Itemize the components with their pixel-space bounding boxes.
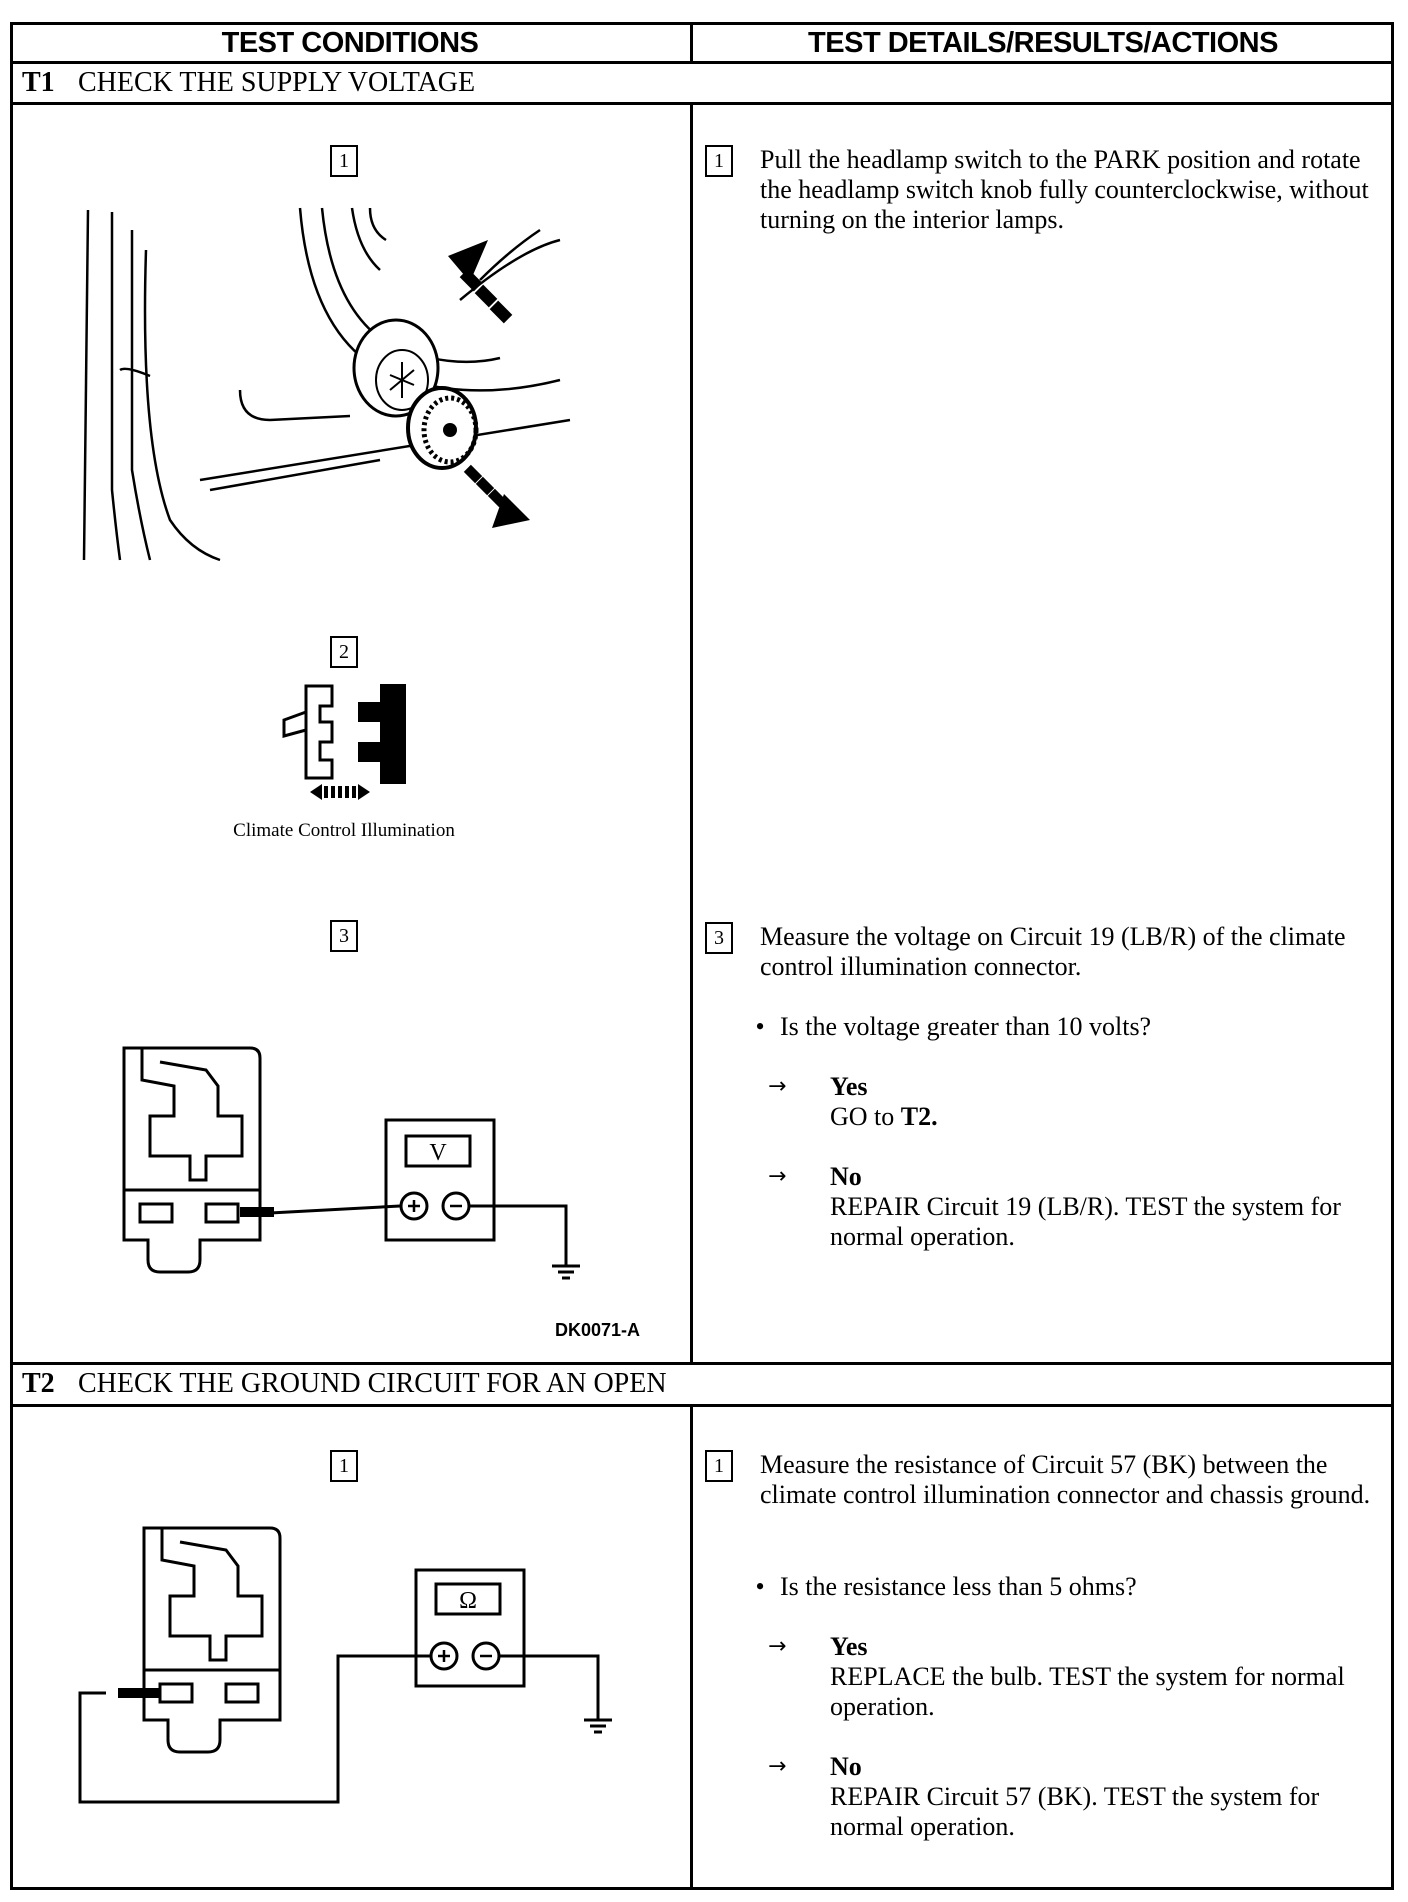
t2-column-divider [690, 1404, 693, 1890]
t1-yes-result: Yes GO to T2. [830, 1072, 1390, 1132]
t1-question: • Is the voltage greater than 10 volts? [740, 1012, 1380, 1042]
t2-title-divider [10, 1404, 1394, 1407]
t1-step1-box-left: 1 [330, 145, 358, 177]
t2-no-arrow: → [768, 1754, 787, 1779]
voltmeter-test-illustration: V [122, 1046, 580, 1280]
t2-question: • Is the resistance less than 5 ohms? [740, 1572, 1380, 1602]
t1-step2-box: 2 [330, 636, 358, 668]
ohmmeter-test-illustration: Ω [78, 1526, 612, 1804]
figure-id: DK0071-A [555, 1320, 641, 1340]
t2-step1-box-right: 1 [705, 1450, 733, 1482]
header-divider [10, 61, 1394, 64]
t1-no-text: REPAIR Circuit 19 (LB/R). TEST the syste… [830, 1192, 1341, 1251]
t1-no-result: No REPAIR Circuit 19 (LB/R). TEST the sy… [830, 1162, 1390, 1252]
t2-yes-label: Yes [830, 1632, 868, 1661]
t1-no-label: No [830, 1162, 862, 1191]
t2-title-text: CHECK THE GROUND CIRCUIT FOR AN OPEN [78, 1368, 667, 1399]
headlamp-switch-illustration [82, 207, 571, 562]
t2-title: T2 CHECK THE GROUND CIRCUIT FOR AN OPEN [22, 1364, 667, 1404]
bullet-mark: • [755, 1012, 765, 1041]
header-column-divider [690, 22, 693, 64]
t1-step2-caption: Climate Control Illumination [233, 820, 455, 841]
ohmmeter-symbol: Ω [459, 1588, 477, 1614]
t2-question-text: Is the resistance less than 5 ohms? [780, 1572, 1137, 1601]
t2-yes-text: REPLACE the bulb. TEST the system for no… [830, 1662, 1345, 1721]
t1-step3-text: Measure the voltage on Circuit 19 (LB/R)… [760, 922, 1346, 981]
t1-yes-target: T2. [900, 1102, 938, 1131]
t1-step1-text: Pull the headlamp switch to the PARK pos… [760, 145, 1369, 234]
t1-title-divider [10, 102, 1394, 105]
t1-id: T1 [22, 67, 55, 98]
t1-yes-prefix: GO to [830, 1102, 895, 1131]
t2-no-result: No REPAIR Circuit 57 (BK). TEST the syst… [830, 1752, 1390, 1842]
t1-yes-arrow: → [768, 1074, 787, 1099]
header-test-details: TEST DETAILS/RESULTS/ACTIONS [808, 27, 1278, 59]
t1-question-text: Is the voltage greater than 10 volts? [780, 1012, 1152, 1041]
t1-end-divider [10, 1362, 1394, 1365]
t1-yes-label: Yes [830, 1072, 868, 1101]
t2-id: T2 [22, 1368, 55, 1399]
voltmeter-symbol: V [429, 1140, 447, 1166]
t1-step3-box-right: 3 [705, 922, 733, 954]
t2-step1-box-left: 1 [330, 1450, 358, 1482]
t2-yes-result: Yes REPLACE the bulb. TEST the system fo… [830, 1632, 1390, 1722]
table-frame [10, 22, 1394, 1890]
t2-step1-text: Measure the resistance of Circuit 57 (BK… [760, 1450, 1371, 1509]
t1-step3-box-left: 3 [330, 920, 358, 952]
header-test-conditions: TEST CONDITIONS [221, 27, 479, 59]
connector-disconnect-illustration [282, 684, 406, 800]
t2-no-label: No [830, 1752, 862, 1781]
t2-yes-arrow: → [768, 1634, 787, 1659]
t1-title-text: CHECK THE SUPPLY VOLTAGE [78, 67, 476, 98]
t1-column-divider [690, 102, 693, 1365]
t1-title: T1 CHECK THE SUPPLY VOLTAGE [22, 63, 475, 103]
bullet-mark: • [755, 1572, 765, 1601]
t2-no-text: REPAIR Circuit 57 (BK). TEST the system … [830, 1782, 1320, 1841]
t1-no-arrow: → [768, 1164, 787, 1189]
t1-step1-box-right: 1 [705, 145, 733, 177]
